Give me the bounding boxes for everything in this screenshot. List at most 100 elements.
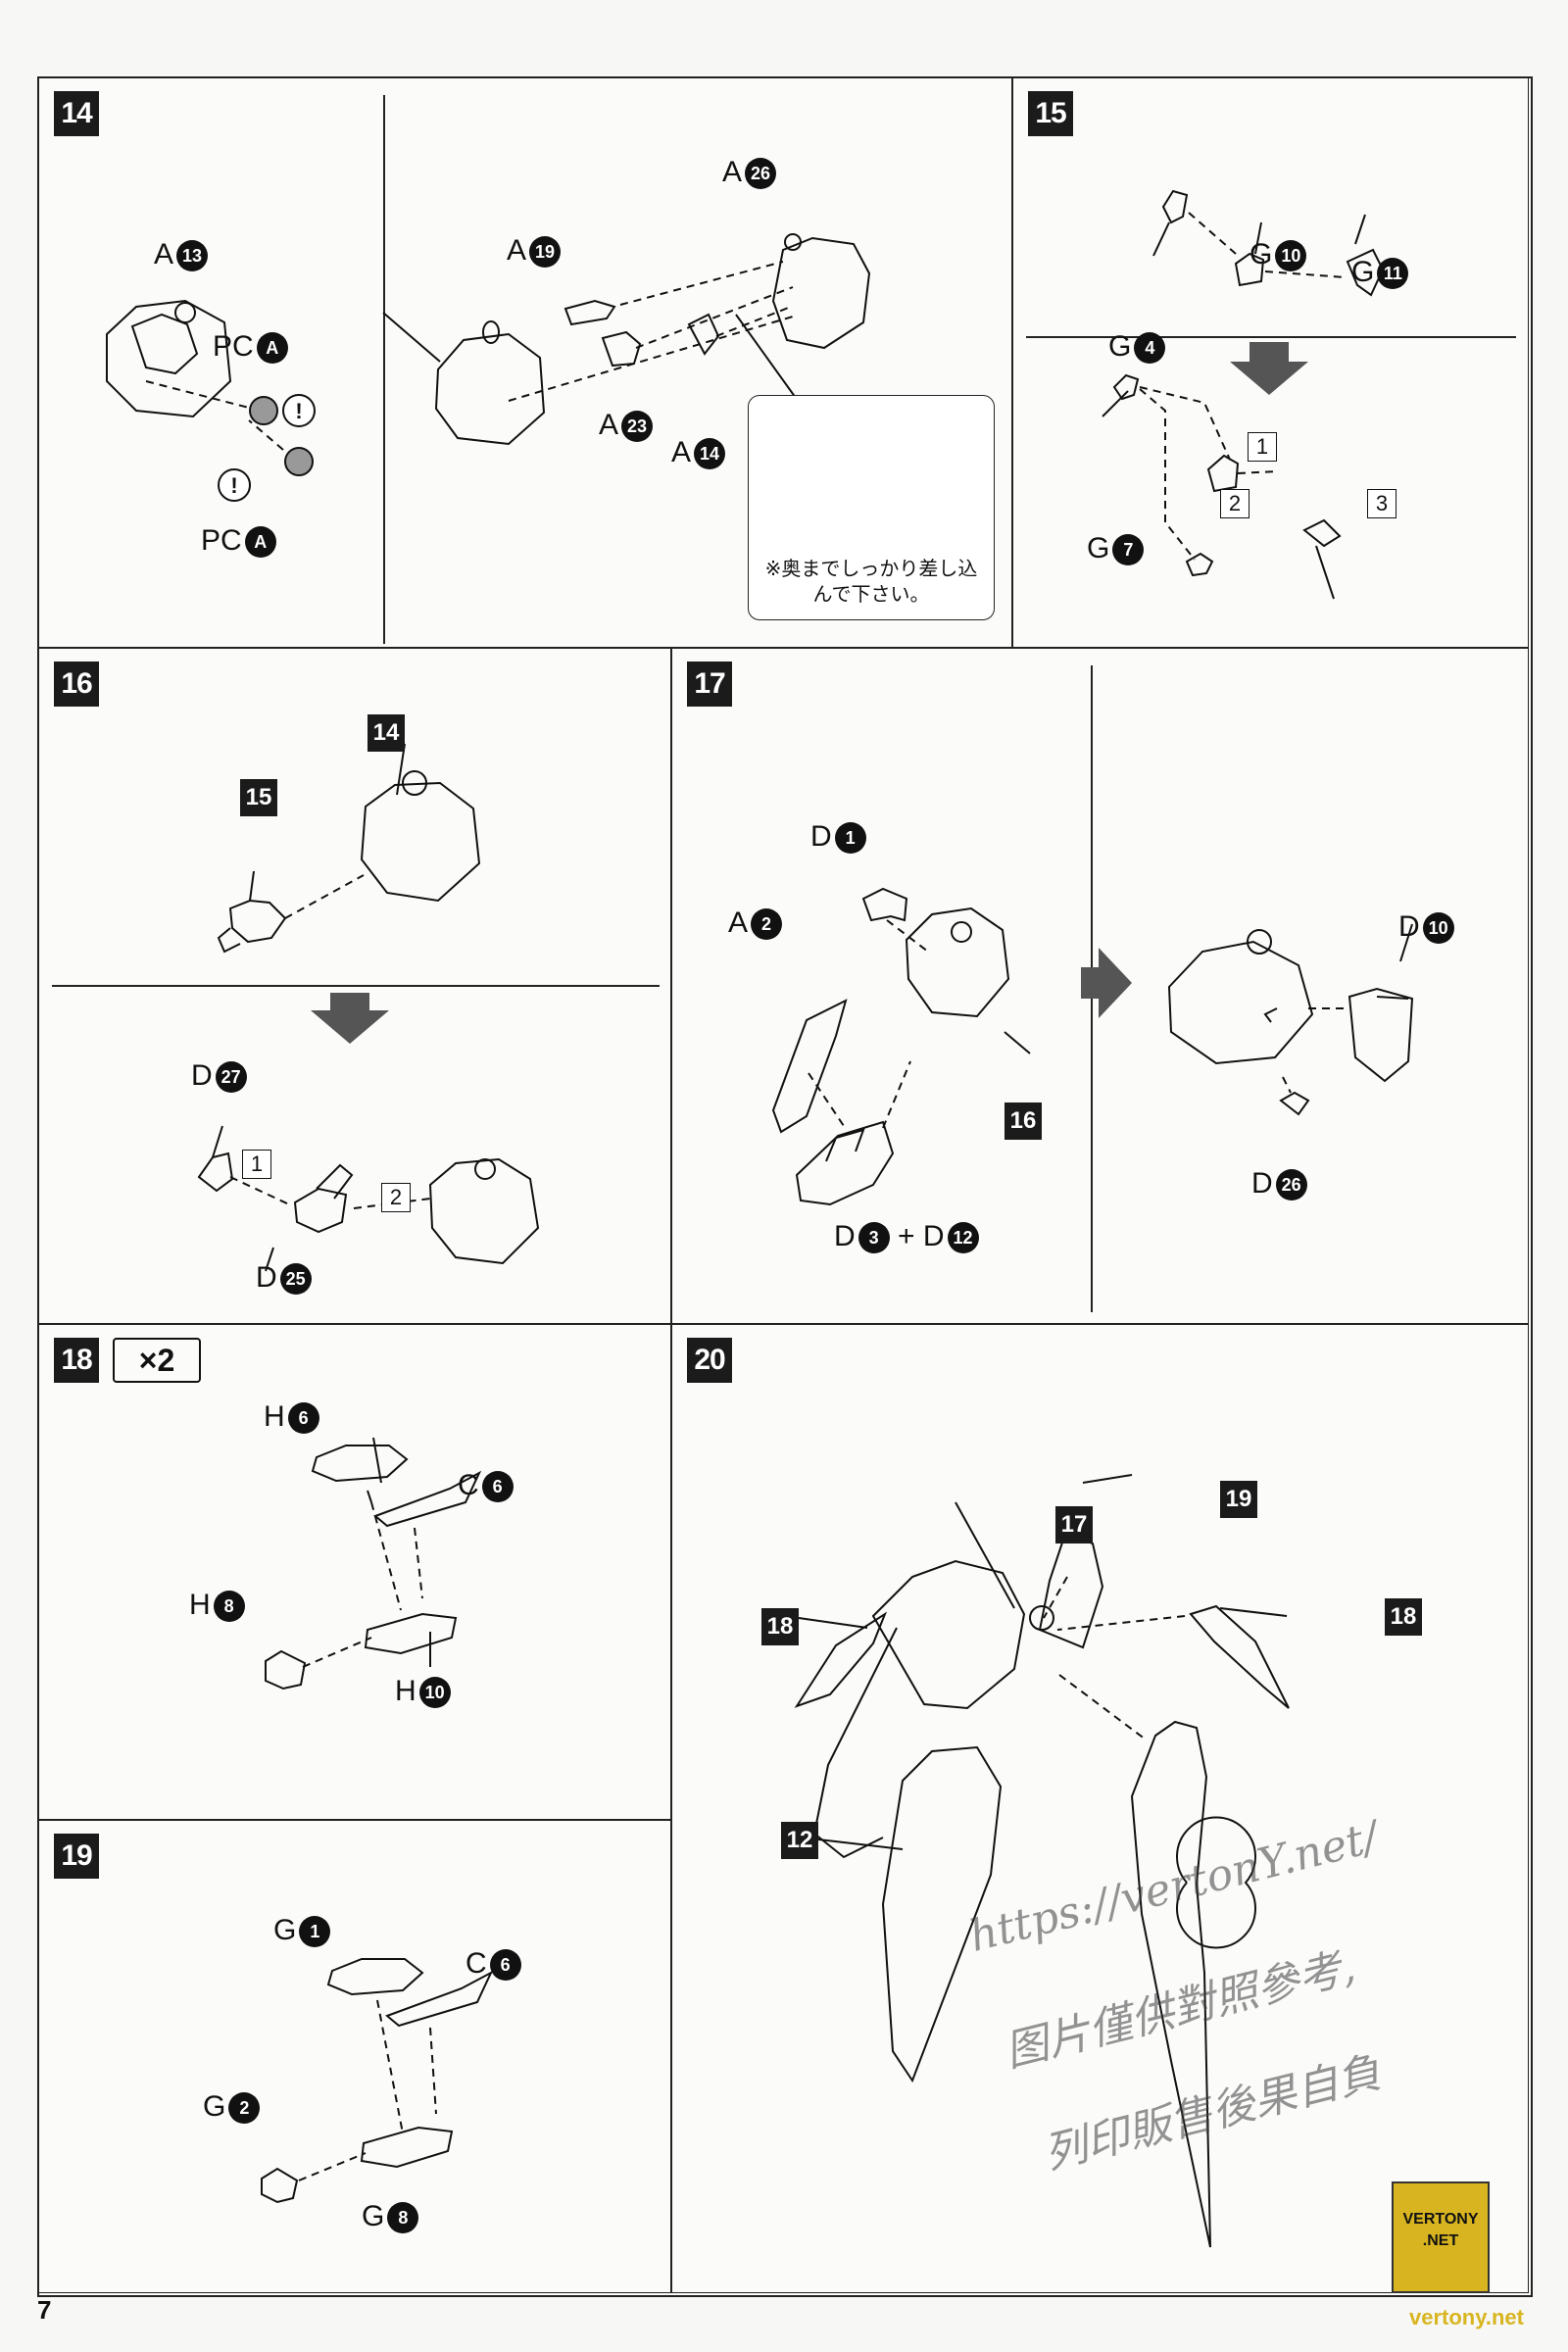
part-letter: G: [273, 1914, 297, 1946]
step-20-ref-19: 19: [1220, 1481, 1257, 1518]
part-letter: C: [458, 1469, 479, 1501]
part-number: 8: [213, 1591, 245, 1623]
part-letter: H: [395, 1675, 416, 1707]
step-16-ref-14: 14: [368, 714, 405, 752]
part-number: 4: [1134, 332, 1166, 365]
step-15-badge: 15: [1028, 91, 1073, 136]
part-letter: G: [362, 2200, 385, 2232]
part-letter: A: [722, 156, 743, 188]
part-number: 13: [176, 240, 209, 272]
part-number: A: [244, 526, 276, 559]
part-letter: C: [466, 1947, 487, 1980]
order-step-2: 2: [381, 1183, 411, 1212]
part-number: 23: [621, 411, 654, 443]
part-letter: A: [154, 238, 174, 270]
step-20-ref-18-left: 18: [761, 1608, 799, 1645]
footer-url: vertony.net: [1409, 2305, 1524, 2329]
insertion-note-text: ※奥までしっかり差し込んで下さい。: [764, 559, 978, 606]
part-letter: H: [189, 1589, 211, 1621]
part-number: 10: [1275, 240, 1307, 272]
step-14-illustration: !!: [106, 233, 922, 550]
step-18-badge: 18: [54, 1338, 99, 1383]
part-number: 7: [1112, 534, 1145, 566]
svg-text:!: !: [295, 399, 302, 423]
step-14-divider: [383, 95, 385, 644]
order-step-1: 1: [1248, 432, 1277, 462]
step-18-illustration: [265, 1437, 482, 1690]
step-20-illustration: [794, 1474, 1290, 2248]
part-letter: D: [1251, 1167, 1273, 1200]
order-step-2: 2: [1220, 489, 1250, 518]
part-number: 1: [299, 1916, 331, 1948]
part-letter: D: [810, 820, 832, 853]
part-letter: G: [203, 2090, 226, 2123]
step-17-next-arrow: [1081, 948, 1132, 1018]
part-letter: A: [728, 906, 749, 939]
part-number: 11: [1377, 258, 1409, 290]
part-number: 10: [418, 1677, 451, 1709]
step-15-next-arrow: [1230, 342, 1308, 395]
part-letter: D: [256, 1261, 277, 1294]
step-15-illustration: [1102, 189, 1385, 600]
step-16-badge: 16: [54, 662, 99, 707]
part-number: 6: [287, 1402, 319, 1435]
part-letter: H: [264, 1400, 285, 1433]
part-letter: D: [834, 1220, 856, 1252]
part-number: 6: [489, 1949, 521, 1982]
site-stamp-logo: VERTONY .NET: [1392, 2181, 1490, 2293]
part-number: 26: [1275, 1169, 1307, 1201]
part-letter: D: [922, 1220, 945, 1252]
part-number: 26: [745, 158, 777, 190]
step-16-illustration: [197, 743, 540, 1272]
part-number: 2: [228, 2092, 261, 2125]
quantity-multiplier: ×2: [113, 1338, 201, 1383]
step-17-illustration: [771, 887, 1414, 1206]
part-letter: G: [1351, 256, 1375, 288]
part-number: 14: [694, 438, 726, 470]
step-20-panel: 20 17 19 18 18 12: [670, 1323, 1529, 2293]
step-20-ref-17: 17: [1055, 1506, 1093, 1544]
part-number: 2: [751, 908, 783, 941]
step-15-divider: [1026, 336, 1516, 338]
part-letter: A: [671, 436, 692, 468]
step-15-panel: 15 G10 G11 G4 G7 G6 G3 1 2 3: [1011, 76, 1529, 649]
part-number: 27: [215, 1061, 247, 1094]
part-number: 12: [947, 1222, 979, 1254]
part-number: A: [256, 332, 288, 365]
part-letter: G: [1087, 532, 1110, 564]
stamp-line-2: .NET: [1422, 2232, 1459, 2249]
step-16-divider: [52, 985, 660, 987]
part-letter: PC: [213, 330, 254, 363]
part-number: 1: [834, 822, 866, 855]
part-letter: D: [1398, 910, 1420, 943]
part-number: 6: [481, 1471, 514, 1503]
step-16-ref-15: 15: [240, 779, 277, 816]
step-16-next-arrow: [311, 993, 389, 1044]
part-number: 19: [529, 236, 562, 269]
step-20-ref-18-right: 18: [1385, 1598, 1422, 1636]
step-20-ref-12: 12: [781, 1822, 818, 1859]
step-20-badge: 20: [687, 1338, 732, 1383]
order-step-3: 3: [1367, 489, 1396, 518]
stamp-line-1: VERTONY: [1402, 2211, 1479, 2228]
part-letter: A: [599, 409, 619, 441]
part-number: 8: [387, 2202, 419, 2234]
